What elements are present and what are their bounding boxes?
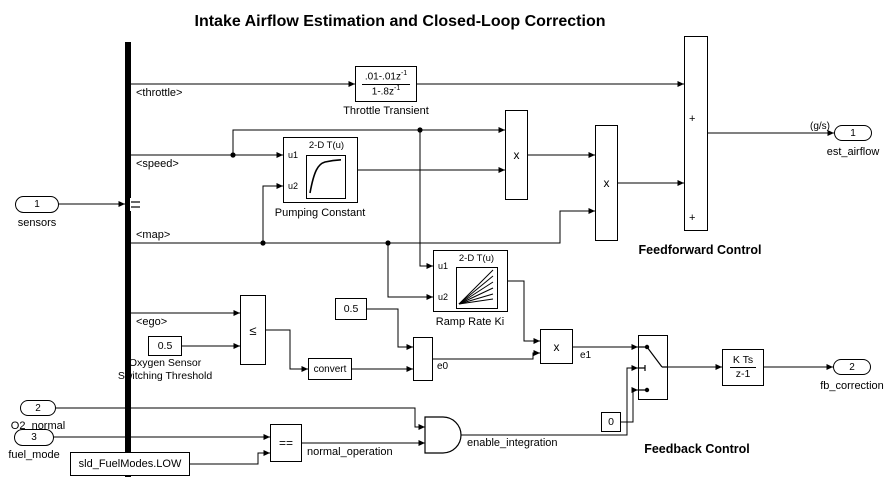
fuel-mode-constant-block[interactable]: sld_FuelModes.LOW	[70, 452, 190, 476]
throttle-transient-label: Throttle Transient	[343, 105, 429, 117]
tf-denominator: 1-.8z-1	[371, 84, 401, 97]
product1-block[interactable]: x	[505, 110, 528, 200]
diagram-title: Intake Airflow Estimation and Closed-Loo…	[194, 13, 606, 30]
outport-est-airflow[interactable]: 1	[834, 125, 872, 141]
junction-dot	[417, 127, 423, 133]
signal-label-normal-operation: normal_operation	[307, 446, 393, 458]
inport-fuel-mode[interactable]: 3	[14, 429, 54, 446]
wire-map[interactable]	[131, 208, 595, 244]
product2-block[interactable]: x	[595, 125, 618, 241]
constant-value: 0.5	[157, 340, 173, 352]
inport-o2-normal-number: 2	[35, 402, 41, 414]
product3-block[interactable]: x	[540, 329, 573, 364]
bus-port-icon	[130, 198, 142, 211]
product-operator: x	[603, 176, 610, 190]
pumping-constant-block[interactable]: 2-D T(u) u1 u2	[283, 137, 358, 203]
oxygen-threshold-label: Oxygen Sensor Switching Threshold	[110, 357, 220, 383]
constant-value: 0.5	[343, 303, 359, 315]
convert-label: convert	[313, 363, 347, 375]
outport-fb-correction-number: 2	[849, 361, 855, 373]
wire-zero-const[interactable]	[621, 387, 638, 423]
junction-dot	[230, 152, 236, 158]
est-airflow-unit: (g/s)	[810, 121, 830, 132]
tf-numerator: .01-.01z-1	[361, 70, 411, 85]
outport-fb-correction-label: fb_correction	[820, 380, 884, 392]
wire-e0[interactable]	[433, 350, 540, 360]
lookup-curve-icon	[306, 155, 346, 199]
feedback-control-annotation: Feedback Control	[644, 442, 750, 456]
pumping-constant-label: Pumping Constant	[274, 207, 366, 219]
lte-operator: ≤	[249, 322, 257, 338]
signal-label-e1: e1	[580, 350, 592, 361]
integrator-numerator: K Ts	[729, 354, 757, 368]
integrator-icon: K Ts z-1	[723, 350, 763, 385]
switch-block[interactable]	[638, 335, 668, 400]
and-gate-block[interactable]	[424, 416, 462, 454]
signal-label-map: <map>	[136, 229, 171, 241]
wire-ramp-ki-out[interactable]	[508, 280, 540, 344]
u1-port-label: u1	[288, 150, 299, 160]
ramp-rate-ki-label: Ramp Rate Ki	[435, 316, 505, 328]
inport-sensors-label: sensors	[17, 217, 57, 229]
outport-est-airflow-number: 1	[850, 127, 856, 139]
sum-plus-sign: +	[689, 113, 696, 125]
wire-enable-integration[interactable]	[461, 365, 638, 436]
feedforward-control-annotation: Feedforward Control	[638, 243, 762, 257]
product-operator: x	[553, 339, 560, 354]
inport-sensors-number: 1	[34, 199, 40, 210]
ego-compare-block[interactable]: ≤	[240, 295, 266, 365]
signal-label-e0: e0	[437, 361, 449, 372]
fuel-mode-compare-block[interactable]: ==	[270, 424, 302, 462]
lookup-type-label: 2-D T(u)	[308, 140, 345, 151]
wire-o2-normal[interactable]	[56, 407, 425, 430]
error-sum-block[interactable]: - +	[413, 337, 433, 381]
signal-label-throttle: <throttle>	[136, 87, 183, 99]
product-operator: x	[513, 148, 520, 162]
junction-dots	[230, 127, 423, 246]
wire-half-const[interactable]	[367, 308, 413, 350]
inport-o2-normal[interactable]: 2	[20, 400, 56, 416]
equals-operator: ==	[278, 436, 293, 450]
bus-selector-bar[interactable]	[125, 42, 131, 477]
zero-constant-block[interactable]: 0	[601, 412, 621, 432]
ramp-rate-ki-block[interactable]: 2-D T(u) u1 u2	[433, 250, 508, 312]
signal-label-enable-integration: enable_integration	[467, 437, 558, 449]
throttle-transient-block[interactable]: .01-.01z-1 1-.8z-1	[355, 66, 417, 102]
oxygen-threshold-label-line1: Oxygen Sensor	[128, 357, 202, 369]
wire-compare-out[interactable]	[266, 329, 308, 372]
inport-fuel-mode-number: 3	[31, 432, 37, 443]
inport-sensors[interactable]: 1	[15, 196, 59, 213]
wire-speed-branch-up[interactable]	[232, 127, 505, 155]
convert-block[interactable]: convert	[308, 358, 352, 380]
outport-fb-correction[interactable]: 2	[833, 359, 871, 375]
wire-map-to-ramp-u2[interactable]	[387, 243, 433, 300]
lookup-type-label: 2-D T(u)	[458, 253, 495, 264]
wire-speed-to-ramp-u1[interactable]	[419, 130, 433, 269]
integrator-denominator: z-1	[735, 368, 751, 380]
oxygen-threshold-constant[interactable]: 0.5	[148, 336, 182, 356]
u2-port-label: u2	[438, 292, 449, 302]
sum-plus-sign: +	[689, 212, 696, 224]
inport-fuel-mode-label: fuel_mode	[8, 449, 60, 461]
wire-fuel-const[interactable]	[190, 450, 270, 465]
half-constant-block[interactable]: 0.5	[335, 298, 367, 320]
junction-dot	[385, 240, 391, 246]
u1-port-label: u1	[438, 261, 449, 271]
discrete-integrator-block[interactable]: K Ts z-1	[722, 349, 764, 386]
wire-map-to-pumping-u2[interactable]	[262, 183, 283, 243]
switch-icon	[639, 344, 667, 393]
constant-value: 0	[608, 416, 614, 428]
junction-dot	[260, 240, 266, 246]
signal-label-ego: <ego>	[136, 316, 168, 328]
transfer-function-icon: .01-.01z-1 1-.8z-1	[356, 67, 416, 101]
u2-port-label: u2	[288, 181, 299, 191]
constant-value: sld_FuelModes.LOW	[78, 458, 182, 470]
lookup-fan-icon	[456, 267, 498, 309]
outport-est-airflow-label: est_airflow	[826, 146, 880, 158]
oxygen-threshold-label-line2: Switching Threshold	[117, 370, 213, 382]
feedforward-sum-block[interactable]: + +	[684, 36, 708, 231]
signal-label-speed: <speed>	[136, 158, 179, 170]
